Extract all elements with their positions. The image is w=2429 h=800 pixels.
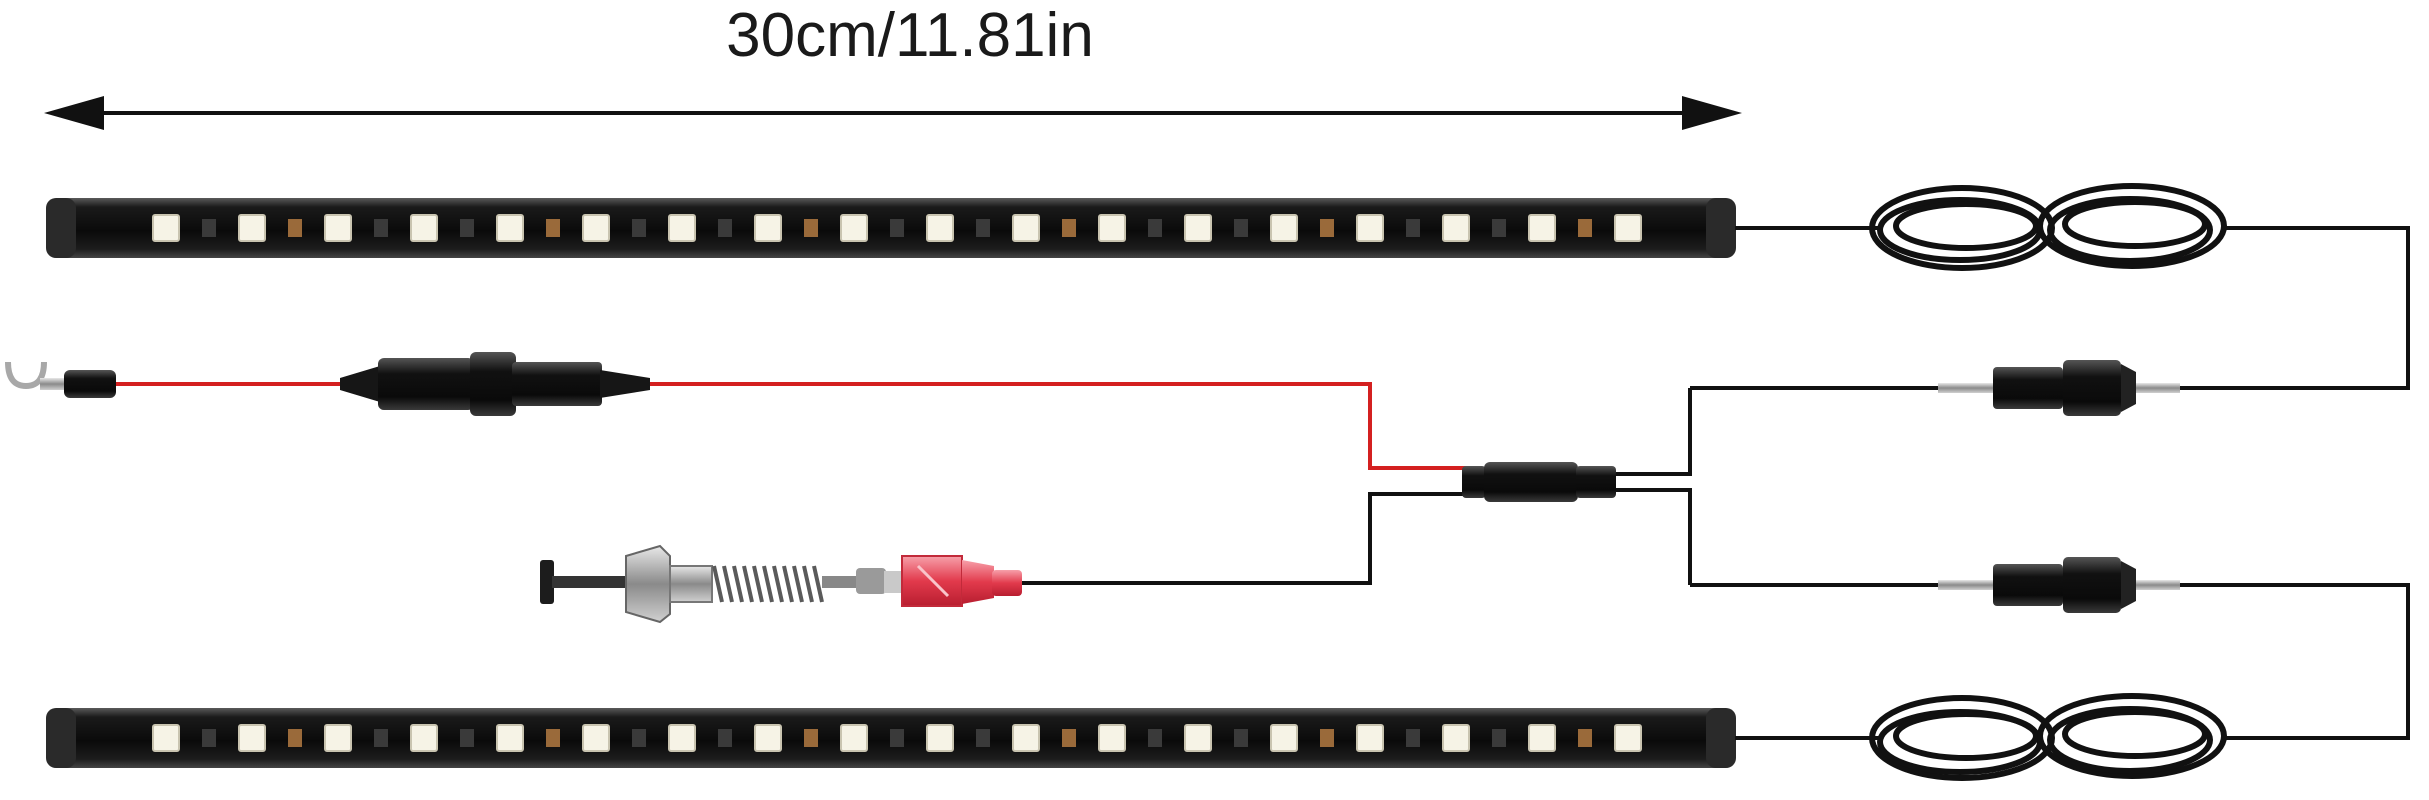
strip-end-cap [46, 708, 76, 768]
led-chip [1012, 214, 1040, 242]
led-chip [152, 214, 180, 242]
led-chip [668, 724, 696, 752]
strip-resistor [1148, 219, 1162, 237]
strip-resistor [374, 729, 388, 747]
strip-resistor [1492, 729, 1506, 747]
plunger-switch-icon [540, 544, 886, 624]
led-chip [1012, 724, 1040, 752]
led-chip [926, 214, 954, 242]
positive-wire [115, 382, 1470, 470]
led-chip [324, 724, 352, 752]
splice-connector-icon [1462, 462, 1616, 502]
led-chip [582, 214, 610, 242]
led-chip [1356, 214, 1384, 242]
led-chip [496, 724, 524, 752]
strip-resistor [1578, 729, 1592, 747]
strip-end-cap [1706, 198, 1736, 258]
led-chip [840, 214, 868, 242]
strip-resistor [976, 729, 990, 747]
led-chip [410, 724, 438, 752]
quick-connector-icon [1690, 557, 2180, 613]
strip-resistor [202, 219, 216, 237]
led-chip [410, 214, 438, 242]
strip-resistor [1406, 219, 1420, 237]
led-chip [1528, 724, 1556, 752]
led-chip [1442, 214, 1470, 242]
led-chip [1614, 724, 1642, 752]
strip-resistor [374, 219, 388, 237]
strip-resistor [1234, 729, 1248, 747]
strip-resistor [1062, 219, 1076, 237]
strip-resistor [202, 729, 216, 747]
strip-resistor [1578, 219, 1592, 237]
coiled-cable-icon [1869, 693, 2227, 781]
inline-fuse-holder-icon [340, 352, 650, 416]
led-chip [1356, 724, 1384, 752]
switch-wire [1020, 492, 1470, 585]
quick-connector-icon [1690, 360, 2180, 416]
led-chip [754, 724, 782, 752]
strip-resistor [460, 729, 474, 747]
fork-terminal-icon [5, 361, 116, 398]
led-chip [1098, 214, 1126, 242]
strip-resistor [1406, 729, 1420, 747]
strip-wires [1735, 226, 2410, 740]
strip-resistor [1062, 729, 1076, 747]
led-chip [1184, 724, 1212, 752]
strip-resistor [288, 219, 302, 237]
led-strip-bottom [46, 708, 1736, 768]
strip-resistor [804, 219, 818, 237]
strip-resistor [890, 729, 904, 747]
led-chip [1270, 214, 1298, 242]
led-chip [238, 214, 266, 242]
strip-resistor [976, 219, 990, 237]
strip-resistor [1492, 219, 1506, 237]
strip-resistor [546, 219, 560, 237]
strip-resistor [288, 729, 302, 747]
led-chip [754, 214, 782, 242]
led-chip [926, 724, 954, 752]
strip-resistor [632, 219, 646, 237]
strip-resistor [546, 729, 560, 747]
strip-resistor [632, 729, 646, 747]
female-spade-terminal-icon [884, 555, 1022, 607]
strip-resistor [890, 219, 904, 237]
dimension-arrow [44, 96, 1742, 130]
strip-resistor [804, 729, 818, 747]
strip-resistor [1148, 729, 1162, 747]
led-chip [496, 214, 524, 242]
led-chip [152, 724, 180, 752]
strip-resistor [460, 219, 474, 237]
dimension-label: 30cm/11.81in [726, 1, 1094, 70]
led-chip [1184, 214, 1212, 242]
led-chip [1442, 724, 1470, 752]
led-chip [582, 724, 610, 752]
strip-end-cap [1706, 708, 1736, 768]
led-chip [668, 214, 696, 242]
coiled-cable-icon [1869, 183, 2227, 271]
strip-end-cap [46, 198, 76, 258]
led-chip [840, 724, 868, 752]
strip-resistor [718, 729, 732, 747]
led-strip-top [46, 198, 1736, 258]
strip-resistor [1234, 219, 1248, 237]
led-chip [1270, 724, 1298, 752]
led-chip [1528, 214, 1556, 242]
led-chip [324, 214, 352, 242]
led-chip [1614, 214, 1642, 242]
strip-resistor [718, 219, 732, 237]
led-chip [1098, 724, 1126, 752]
led-chip [238, 724, 266, 752]
strip-resistor [1320, 729, 1334, 747]
branch-wires [1615, 388, 1692, 585]
strip-resistor [1320, 219, 1334, 237]
